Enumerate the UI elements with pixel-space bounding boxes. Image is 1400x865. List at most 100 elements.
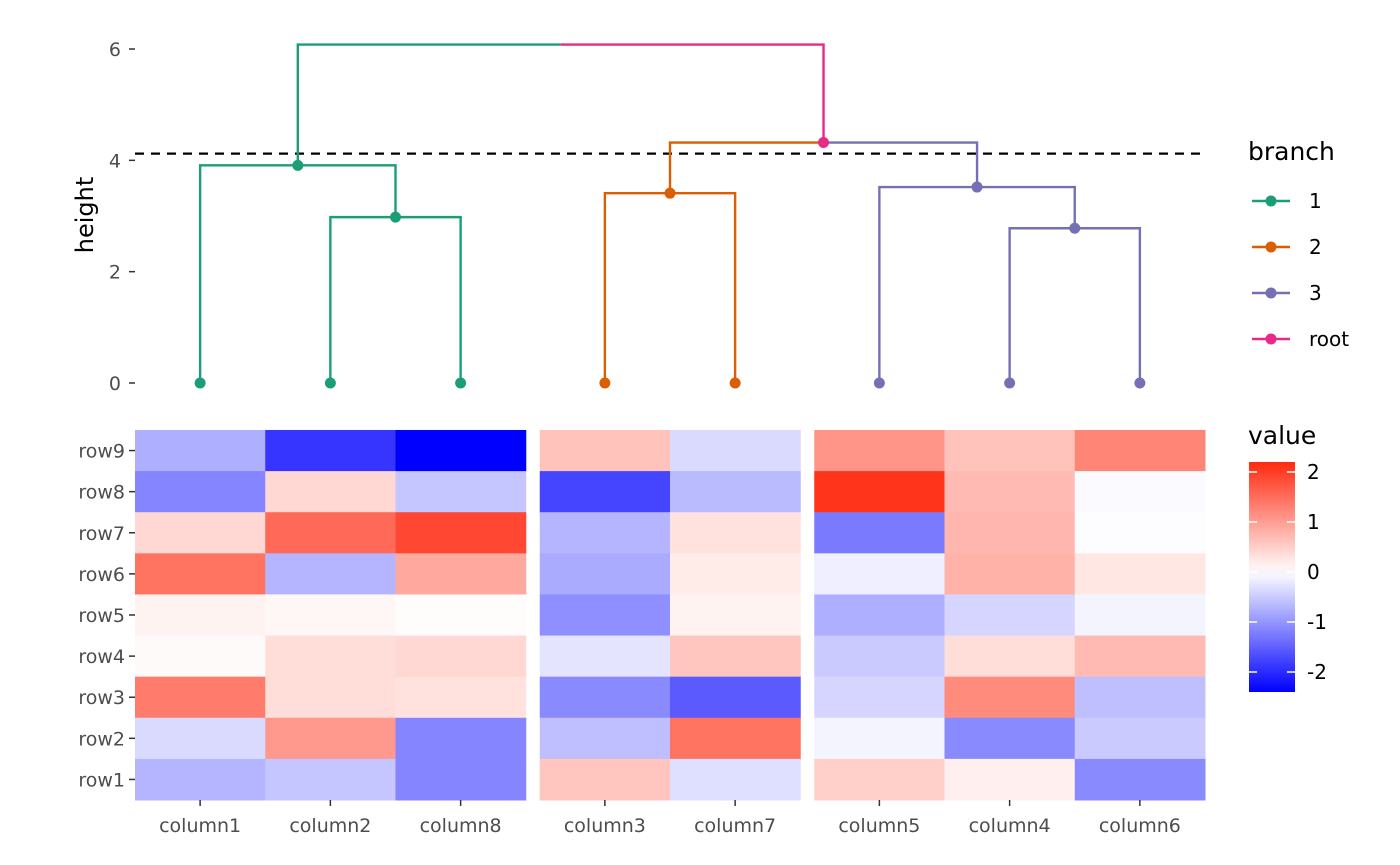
height-tick-label: 0 xyxy=(109,373,121,395)
heatmap-cell xyxy=(265,676,396,719)
heatmap-cell xyxy=(944,512,1076,554)
heatmap-cell xyxy=(1074,594,1206,637)
heatmap-cell xyxy=(135,512,266,554)
heatmap-cell xyxy=(265,594,396,637)
heatmap-cell xyxy=(395,471,527,513)
row-label: row7 xyxy=(78,523,125,545)
heatmap-cell xyxy=(1074,471,1206,513)
heatmap-cell xyxy=(539,553,671,595)
row-label: row1 xyxy=(78,769,125,791)
value-legend-title: value xyxy=(1248,421,1316,450)
column-label: column2 xyxy=(289,815,371,837)
heatmap-cell xyxy=(539,758,671,801)
branch-legend-label: root xyxy=(1309,327,1349,351)
heatmap-cell xyxy=(135,553,266,595)
heatmap-layer xyxy=(135,430,1206,801)
dendrogram-branch xyxy=(296,43,561,166)
heatmap-cell xyxy=(395,430,527,472)
branch-legend-label: 2 xyxy=(1309,235,1322,259)
branch-legend-title: branch xyxy=(1248,137,1335,166)
heatmap-cell xyxy=(265,635,396,678)
heatmap-cell xyxy=(539,635,671,678)
heatmap-cell xyxy=(395,594,527,637)
heatmap-cell xyxy=(265,717,396,760)
dendrogram-node xyxy=(1069,222,1081,234)
heatmap-cell xyxy=(395,676,527,719)
colorbar-tick-label: -2 xyxy=(1307,660,1327,684)
heatmap-cell xyxy=(265,553,396,595)
row-label: row8 xyxy=(78,482,125,504)
dendrogram-node xyxy=(971,181,983,193)
heatmap-cell xyxy=(670,553,801,595)
heatmap-cell xyxy=(670,635,801,678)
dendrogram-node xyxy=(324,377,336,389)
dendrogram-layer xyxy=(194,43,1146,389)
row-label: row5 xyxy=(78,605,125,627)
heatmap-cell xyxy=(814,512,945,554)
dendrogram-branch xyxy=(297,164,397,218)
row-label: row4 xyxy=(78,646,125,668)
dendrogram-branch xyxy=(670,191,737,383)
heatmap-cell xyxy=(670,512,801,554)
heatmap-cell xyxy=(944,676,1076,719)
heatmap-cell xyxy=(670,430,801,472)
heatmap-cell xyxy=(944,594,1076,637)
height-tick-label: 4 xyxy=(109,150,121,172)
heatmap-cell xyxy=(395,758,527,801)
heatmap-cell xyxy=(944,430,1076,472)
dendrogram-node xyxy=(455,377,467,389)
heatmap-cell xyxy=(539,594,671,637)
heatmap-cell xyxy=(1074,512,1206,554)
dendrogram-branch xyxy=(668,141,824,194)
heatmap-cell xyxy=(944,471,1076,513)
heatmap-cell xyxy=(814,717,945,760)
column-label: column5 xyxy=(838,815,920,837)
dendrogram-node xyxy=(1134,377,1146,389)
dendrogram-branch xyxy=(603,191,670,383)
heatmap-cell xyxy=(1074,430,1206,472)
colorbar-tick-label: 2 xyxy=(1307,460,1320,484)
dendrogram-node xyxy=(873,377,885,389)
heatmap-cell xyxy=(1074,717,1206,760)
branch-legend-dot xyxy=(1265,241,1277,253)
heatmap-cell xyxy=(670,758,801,801)
height-tick-label: 6 xyxy=(109,39,121,61)
heatmap-cell xyxy=(265,758,396,801)
dendrogram-branch xyxy=(329,215,396,383)
dendrogram-node xyxy=(599,377,611,389)
heatmap-cell xyxy=(135,676,266,719)
heatmap-cell xyxy=(944,635,1076,678)
dendrogram-branch xyxy=(560,43,825,143)
value-legend: value 210-1-2 xyxy=(1248,421,1327,692)
heatmap-cell xyxy=(395,512,527,554)
heatmap-cell xyxy=(814,553,945,595)
heatmap-cell xyxy=(814,471,945,513)
column-label: column4 xyxy=(969,815,1051,837)
colorbar-tick-label: -1 xyxy=(1307,610,1327,634)
row-label: row3 xyxy=(78,687,125,709)
heatmap-cell xyxy=(395,635,527,678)
colorbar xyxy=(1249,462,1295,692)
row-label: row2 xyxy=(78,728,125,750)
branch-legend-dot xyxy=(1265,287,1277,299)
heatmap-cell xyxy=(135,594,266,637)
dendrogram-branch xyxy=(977,185,1076,229)
dendrogram-branch xyxy=(395,215,462,383)
heatmap-cell xyxy=(265,430,396,472)
column-label: column6 xyxy=(1099,815,1181,837)
heatmap-cell xyxy=(135,758,266,801)
heatmap-cell xyxy=(1074,635,1206,678)
dendrogram-branch xyxy=(878,185,978,383)
heatmap-cell xyxy=(814,594,945,637)
heatmap-cell xyxy=(670,471,801,513)
branch-legend-label: 1 xyxy=(1309,189,1322,213)
heatmap-cell xyxy=(395,717,527,760)
heatmap-cell xyxy=(135,471,266,513)
heatmap-cell xyxy=(944,717,1076,760)
heatmap-cell xyxy=(395,553,527,595)
dendrogram-node xyxy=(664,187,676,199)
heatmap-cell xyxy=(944,758,1076,801)
heatmap-cell xyxy=(814,430,945,472)
